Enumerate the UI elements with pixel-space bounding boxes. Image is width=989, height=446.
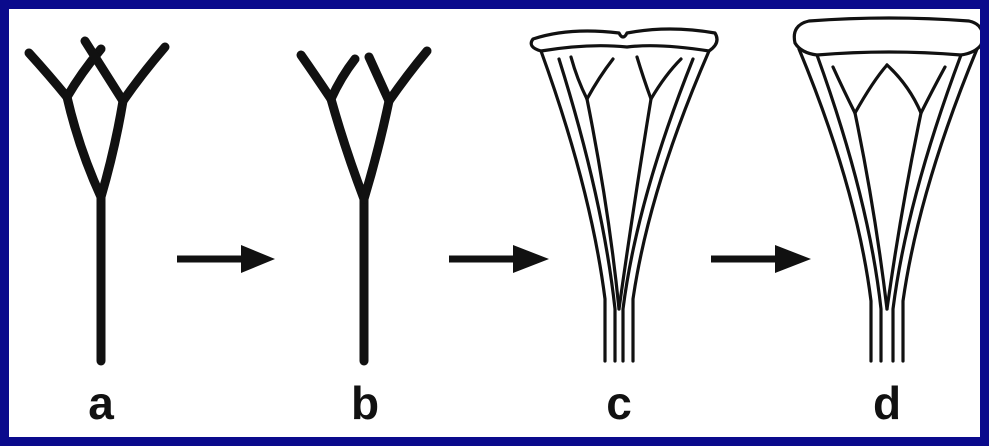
stage-label-c: c <box>606 377 632 429</box>
stage-label-a: a <box>88 377 114 429</box>
arrow-b-to-c <box>449 245 549 273</box>
arrow-a-to-b <box>177 245 275 273</box>
arrow-c-to-d <box>711 245 811 273</box>
stage-a-figure <box>29 41 165 361</box>
stage-label-d: d <box>873 377 901 429</box>
stage-c-figure <box>531 29 717 361</box>
stage-d-figure <box>794 18 980 361</box>
diagram-panel: a b c d <box>9 9 980 437</box>
stage-label-b: b <box>351 377 379 429</box>
stage-b-figure <box>301 51 427 361</box>
stage-diagram: a b c d <box>9 9 980 437</box>
